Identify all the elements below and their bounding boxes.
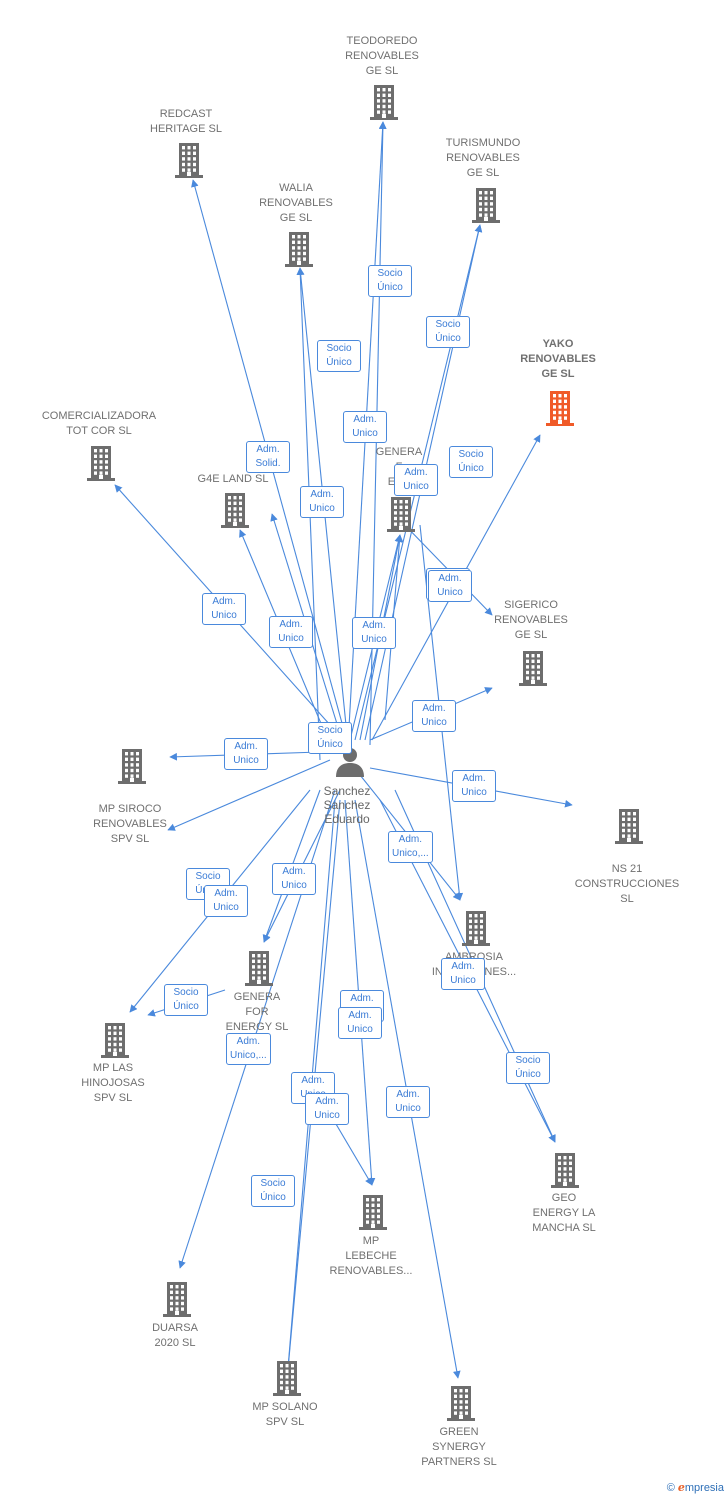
edge-relation-label[interactable]: Adm. Unico,... — [226, 1033, 271, 1065]
edge-relation-label[interactable]: Adm. Unico — [300, 486, 344, 518]
edge-relation-label[interactable]: Adm. Unico — [343, 411, 387, 443]
edge-relation-label[interactable]: Adm. Unico — [412, 700, 456, 732]
company-label[interactable]: NS 21 CONSTRUCCIONES SL — [574, 863, 680, 905]
building-icon — [516, 650, 550, 686]
building-icon — [115, 748, 149, 784]
building-icon — [98, 1022, 132, 1058]
edge-relation-label[interactable]: Adm. Unico — [272, 863, 316, 895]
edge-relation-label[interactable]: Socio Único — [449, 446, 493, 478]
building-icon — [469, 187, 503, 223]
company-label[interactable]: TEODOREDO RENOVABLES GE SL — [345, 35, 419, 77]
edge-line — [167, 759, 331, 831]
building-icon — [282, 231, 316, 267]
building-icon — [242, 950, 276, 986]
edge-relation-label[interactable]: Adm. Unico — [428, 570, 472, 602]
company-label[interactable]: MP SOLANO SPV SL — [252, 1401, 318, 1428]
edge-relation-label[interactable]: Adm. Unico — [452, 770, 496, 802]
edge-relation-label[interactable]: Socio Único — [368, 265, 412, 297]
edge-relation-label[interactable]: Adm. Unico — [202, 593, 246, 625]
building-icon — [356, 1194, 390, 1230]
company-label[interactable]: REDCAST HERITAGE SL — [150, 108, 222, 135]
copyright-symbol: © — [666, 1482, 675, 1494]
building-icon — [548, 1152, 582, 1188]
edge-relation-label[interactable]: Adm. Unico — [204, 885, 248, 917]
company-label[interactable]: GEO ENERGY LA MANCHA SL — [532, 1192, 596, 1234]
building-icon — [384, 496, 418, 532]
building-icon — [543, 390, 577, 426]
edge-relation-label[interactable]: Socio Único — [308, 722, 352, 754]
brand-name: mpresia — [684, 1482, 724, 1494]
edge-relation-label[interactable]: Adm. Unico — [305, 1093, 349, 1125]
building-icon — [270, 1360, 304, 1396]
company-label[interactable]: SIGERICO RENOVABLES GE SL — [494, 599, 568, 641]
edge-relation-label[interactable]: Socio Único — [317, 340, 361, 372]
edge-relation-label[interactable]: Adm. Solid. — [246, 441, 290, 473]
company-label[interactable]: MP SIROCO RENOVABLES SPV SL — [93, 803, 167, 845]
edge-relation-label[interactable]: Adm. Unico — [352, 617, 396, 649]
company-label[interactable]: WALIA RENOVABLES GE SL — [259, 182, 333, 224]
edge-relation-label[interactable]: Socio Único — [426, 316, 470, 348]
building-icon — [84, 445, 118, 481]
brand-initial: e — [677, 1481, 685, 1494]
company-label[interactable]: GREEN SYNERGY PARTNERS SL — [421, 1426, 497, 1468]
company-label[interactable]: COMERCIALIZADORA TOT COR SL — [41, 410, 157, 437]
edge-relation-label[interactable]: Socio Único — [506, 1052, 550, 1084]
company-label[interactable]: YAKO RENOVABLES GE SL — [520, 338, 596, 380]
edge-relation-label[interactable]: Adm. Unico — [338, 1007, 382, 1039]
company-label[interactable]: TURISMUNDO RENOVABLES GE SL — [445, 137, 521, 179]
edge-relation-label[interactable]: Adm. Unico — [386, 1086, 430, 1118]
edge-relation-label[interactable]: Socio Único — [164, 984, 208, 1016]
building-icon — [612, 808, 646, 844]
building-icon — [172, 142, 206, 178]
building-icon — [444, 1385, 478, 1421]
edge-relation-label[interactable]: Adm. Unico — [441, 958, 485, 990]
building-icon — [367, 84, 401, 120]
edge-relation-label[interactable]: Adm. Unico — [224, 738, 268, 770]
company-label[interactable]: G4E LAND SL — [197, 473, 269, 485]
company-label[interactable]: MP LAS HINOJOSAS SPV SL — [81, 1062, 145, 1104]
building-icon — [160, 1281, 194, 1317]
company-label[interactable]: MP LEBECHE RENOVABLES... — [329, 1235, 413, 1277]
edge-relation-label[interactable]: Adm. Unico — [394, 464, 438, 496]
edge-line — [399, 519, 493, 616]
edge-relation-label[interactable]: Socio Único — [251, 1175, 295, 1207]
company-label[interactable]: GENERA FOR ENERGY SL — [225, 991, 289, 1033]
building-icon — [459, 910, 493, 946]
company-label[interactable]: DUARSA 2020 SL — [152, 1322, 198, 1349]
footer-brand: © empresia — [667, 1481, 724, 1494]
edge-relation-label[interactable]: Adm. Unico,... — [388, 831, 433, 863]
edge-relation-label[interactable]: Adm. Unico — [269, 616, 313, 648]
building-icon — [218, 492, 252, 528]
person-name: Sanchez Sanchez Eduardo — [323, 784, 371, 826]
